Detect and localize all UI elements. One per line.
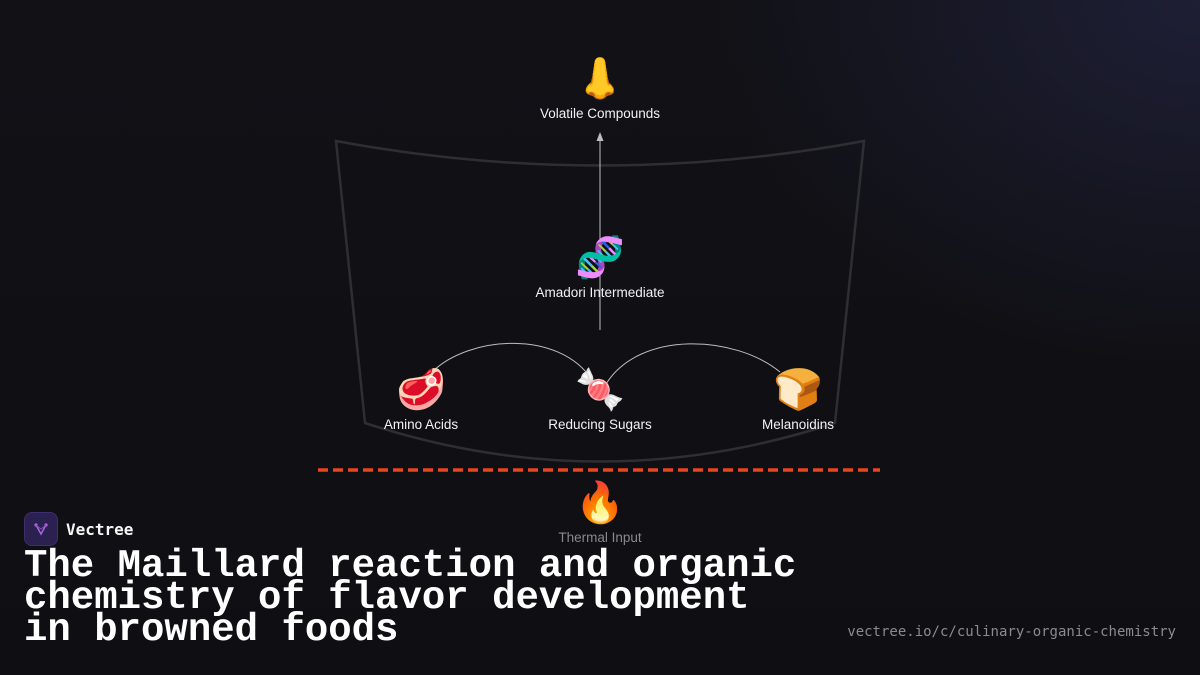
node-volatile-compounds: 👃 Volatile Compounds	[540, 56, 660, 121]
bread-icon: 🍞	[773, 368, 823, 412]
node-reducing-sugars: 🍬 Reducing Sugars	[548, 367, 652, 432]
nose-icon: 👃	[575, 57, 625, 101]
node-melanoidins: 🍞 Melanoidins	[762, 367, 834, 432]
arc-sugars-to-melanoidins	[605, 343, 781, 385]
dna-icon: 🧬	[575, 236, 625, 280]
meat-icon: 🥩	[396, 368, 446, 412]
node-label: Thermal Input	[558, 530, 642, 545]
page-title: The Maillard reaction and organic chemis…	[24, 544, 797, 652]
node-label: Volatile Compounds	[539, 106, 661, 121]
candy-icon: 🍬	[575, 368, 625, 412]
node-amadori-intermediate: 🧬 Amadori Intermediate	[535, 235, 664, 300]
node-thermal-input: 🔥 Thermal Input	[558, 480, 641, 545]
arc-amino-to-sugars	[431, 342, 593, 381]
vessel-outline	[334, 139, 866, 463]
vectree-logo-icon	[24, 512, 58, 546]
node-label: Reducing Sugars	[548, 417, 652, 432]
source-url[interactable]: vectree.io/c/culinary-organic-chemistry	[847, 624, 1176, 640]
arrow-head-up	[596, 132, 604, 141]
fire-icon: 🔥	[575, 481, 625, 525]
node-label: Amadori Intermediate	[535, 285, 665, 300]
node-amino-acids: 🥩 Amino Acids	[384, 367, 458, 432]
brand[interactable]: Vectree	[24, 512, 133, 546]
node-label: Melanoidins	[761, 417, 835, 432]
node-label: Amino Acids	[383, 417, 459, 432]
brand-name: Vectree	[66, 519, 134, 539]
